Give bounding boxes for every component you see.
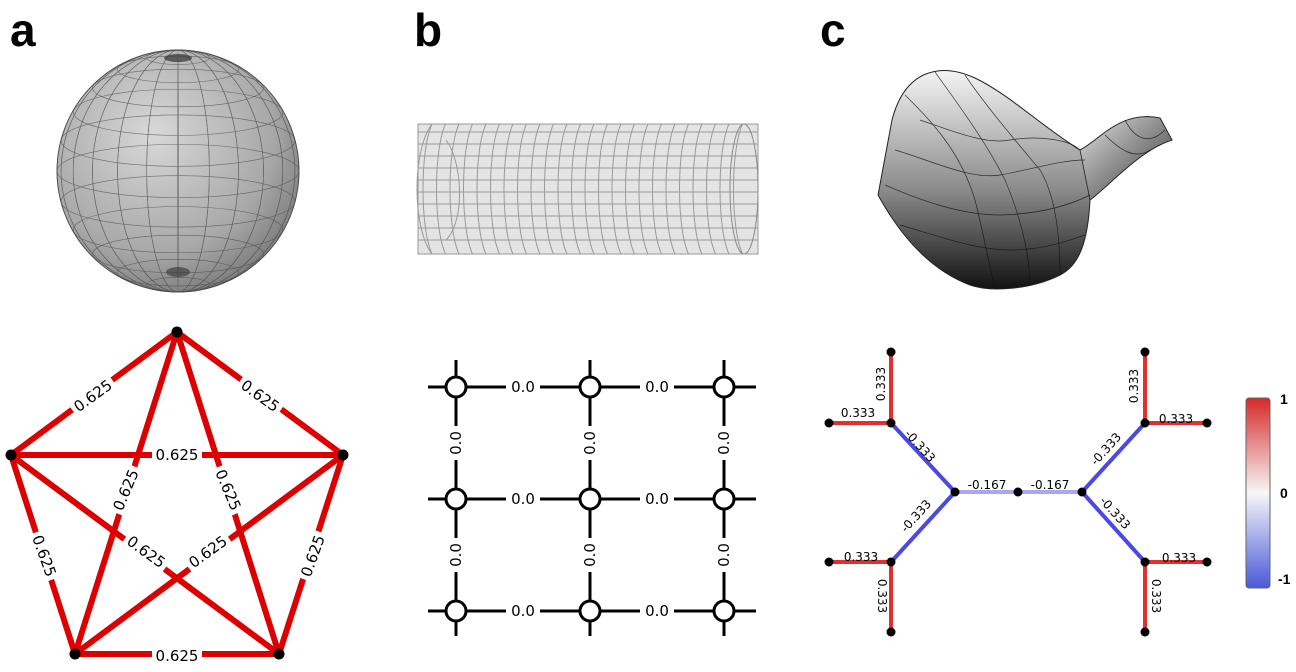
complete-graph-k5: 0.6250.6250.6250.6250.6250.6250.6250.625… — [5, 326, 349, 666]
grid-node — [444, 487, 468, 511]
grid-node — [712, 487, 736, 511]
edge-label: 0.0 — [715, 431, 733, 455]
panel-label-a: a — [10, 4, 36, 56]
edge-label: 0.0 — [581, 431, 599, 455]
edge-label: -0.167 — [968, 478, 1007, 492]
node-1 — [337, 449, 349, 461]
grid-node — [712, 375, 736, 399]
grid-node — [578, 599, 602, 623]
tree-node — [1140, 347, 1150, 357]
colorbar-mid-label: 0 — [1280, 485, 1288, 501]
edge-label: 0.625 — [156, 647, 199, 665]
edge-label: 0.333 — [1162, 551, 1196, 565]
edge-label: 0.625 — [109, 467, 142, 514]
edge-label: 0.333 — [841, 406, 875, 420]
tree-edge — [889, 490, 957, 564]
edge-label: 0.0 — [645, 490, 669, 508]
tree-node — [824, 557, 834, 567]
tree-graph: 0.333 0.333 -0.333 -0.167 -0.167 -0.333 0.333 0… — [824, 347, 1212, 637]
edge-label: 0.0 — [447, 543, 465, 567]
edge-label: 0.333 — [875, 579, 889, 613]
saddle-surface — [877, 70, 1173, 290]
tree-node — [1202, 557, 1212, 567]
grid-node — [578, 375, 602, 399]
tree-node — [886, 557, 896, 567]
grid-node — [444, 599, 468, 623]
edge-label: 0.0 — [511, 378, 535, 396]
tree-node — [1013, 487, 1023, 497]
node-4 — [5, 449, 17, 461]
edge-label: -0.333 — [898, 497, 934, 535]
grid-node — [712, 599, 736, 623]
edge-label: 0.333 — [1127, 369, 1141, 403]
edge-label: 0.0 — [511, 490, 535, 508]
edge-label: 0.333 — [1159, 412, 1193, 426]
tree-node — [1140, 627, 1150, 637]
tree-node — [886, 347, 896, 357]
colorbar-min-label: -1 — [1278, 571, 1291, 587]
edge-label: 0.625 — [156, 446, 199, 464]
grid-node — [578, 487, 602, 511]
tree-edge — [889, 421, 957, 494]
edge-label: 0.0 — [447, 431, 465, 455]
tree-edge — [1080, 490, 1147, 564]
colorbar: 1 0 -1 — [1245, 391, 1291, 589]
edge-label: -0.333 — [902, 427, 938, 465]
edge-label: 0.333 — [874, 367, 888, 401]
edge-label: 0.625 — [297, 533, 329, 580]
node-0 — [171, 326, 183, 338]
tree-node — [1140, 418, 1150, 428]
node-2 — [273, 648, 285, 660]
tree-node — [950, 487, 960, 497]
panel-label-b: b — [414, 4, 442, 56]
edge-label: 0.0 — [511, 602, 535, 620]
node-3 — [69, 648, 81, 660]
edge-label: 0.333 — [844, 550, 878, 564]
tree-node — [886, 418, 896, 428]
tree-node — [886, 627, 896, 637]
cylinder-mesh — [416, 123, 759, 255]
colorbar-max-label: 1 — [1280, 391, 1288, 407]
edge-label: 0.0 — [715, 543, 733, 567]
edge-label: 0.333 — [1149, 579, 1163, 613]
edge-label: 0.0 — [645, 378, 669, 396]
tree-node — [1140, 557, 1150, 567]
sphere-mesh — [56, 49, 300, 293]
edge-label: 0.0 — [581, 543, 599, 567]
edge-label: 0.625 — [211, 467, 244, 514]
tree-node — [1202, 418, 1212, 428]
edge-label: 0.625 — [28, 533, 60, 580]
tree-node — [1077, 487, 1087, 497]
grid-graph: 0.0 0.0 0.0 0.0 0.0 0.0 0.0 0.0 0.0 0.0 0.0 0.0 — [428, 360, 756, 636]
panel-label-c: c — [820, 4, 846, 56]
grid-node — [444, 375, 468, 399]
edge-label: 0.0 — [645, 602, 669, 620]
tree-node — [824, 418, 834, 428]
edge-label: -0.167 — [1031, 478, 1070, 492]
tree-edge — [1080, 421, 1147, 494]
